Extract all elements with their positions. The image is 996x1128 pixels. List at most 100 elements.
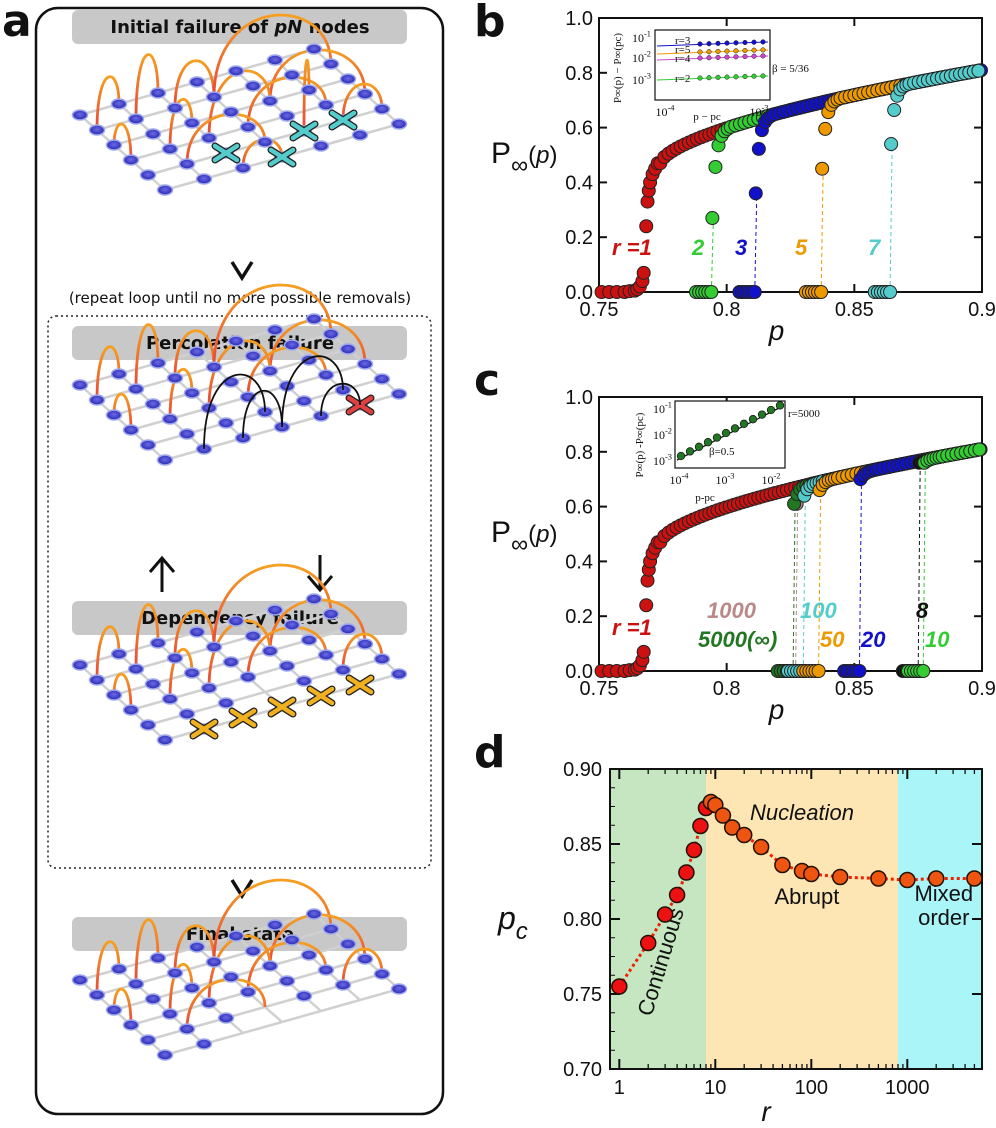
inset-point: [697, 55, 703, 61]
lattice-node: [127, 383, 145, 395]
series-7: [900, 442, 987, 678]
inset-y-tick-label: 10-2: [653, 427, 672, 442]
x-tick-label: 1: [614, 1077, 625, 1099]
data-point: [636, 265, 651, 280]
lattice-node: [283, 339, 301, 351]
data-point: [656, 906, 674, 923]
inset-point: [760, 73, 766, 79]
lattice-node: [373, 103, 391, 115]
dependency-link: [341, 82, 384, 121]
inset-x-tick-label: 10-2: [762, 472, 781, 487]
lattice-node: [305, 313, 323, 325]
inset-point: [724, 54, 730, 60]
dependency-link: [95, 345, 121, 401]
data-point: [971, 63, 986, 78]
inset-point: [751, 39, 757, 45]
lattice-node: [283, 934, 301, 946]
data-point: [803, 865, 820, 883]
inset-point: [760, 39, 766, 45]
lattice-node: [122, 154, 140, 166]
lattice-node: [217, 1012, 235, 1024]
step-initial-label: Initial failure of pN nodes: [110, 17, 369, 38]
dependency-link: [168, 963, 194, 1015]
lattice-node: [356, 953, 374, 965]
lattice-node: [390, 118, 408, 130]
lattice-node: [105, 139, 123, 151]
lattice-node: [278, 110, 296, 122]
dependency-link: [112, 672, 133, 711]
lattice-node: [144, 678, 162, 690]
y-tick-label: 0.0: [565, 661, 593, 683]
lattice-node: [261, 365, 279, 377]
inset-point: [742, 53, 748, 60]
dependency-link: [134, 918, 160, 985]
lattice-node: [161, 413, 179, 425]
lattice-node: [149, 637, 167, 649]
y-tick-label: 0.75: [563, 984, 602, 1006]
lattice-initial: [71, 13, 408, 196]
lattice-node: [356, 638, 374, 650]
lattice-node: [71, 109, 89, 121]
inset-fit-line: [656, 49, 769, 55]
inset-series-label: r=5000: [788, 408, 820, 420]
x-tick-label: 0.85: [835, 678, 874, 700]
dependency-link: [173, 609, 216, 659]
lattice-node: [356, 88, 374, 100]
inset-point: [706, 55, 712, 61]
inset-series-label: r=3: [675, 35, 691, 47]
removed-node-icon: [306, 685, 336, 707]
x-tick-label: 100: [795, 1077, 828, 1099]
inset-series-label: r=2: [675, 73, 690, 85]
inset-point: [703, 438, 713, 447]
lattice-node: [139, 439, 157, 451]
lattice-node: [183, 387, 201, 399]
dependency-link: [173, 924, 216, 974]
data-point: [884, 137, 899, 152]
lattice-node: [188, 941, 206, 953]
dependency-link: [112, 122, 133, 161]
data-point: [887, 103, 902, 118]
jump-line: [710, 218, 714, 293]
region-label: Mixed: [914, 881, 973, 906]
series-label: 5: [795, 235, 808, 260]
removed-node-icon: [211, 142, 241, 164]
x-axis-label: p: [768, 694, 785, 725]
y-tick-label: 0.0: [565, 282, 593, 304]
inset-point: [694, 442, 704, 451]
y-tick-label: 0.8: [565, 442, 593, 464]
jump-line: [644, 649, 648, 672]
lattice-node: [161, 1008, 179, 1020]
inset-point: [742, 47, 748, 54]
lattice-node: [351, 129, 369, 141]
lattice-node: [88, 674, 106, 686]
dependency-link: [212, 878, 333, 963]
dependency-link: [212, 563, 333, 648]
inset-series-label: r=5: [675, 44, 691, 56]
inset-point: [697, 49, 703, 55]
lattice-final: [71, 878, 408, 1061]
inset-point: [739, 419, 749, 428]
inset-x-tick-label: 10-3: [750, 104, 769, 119]
data-point: [639, 598, 654, 613]
inset-point: [742, 73, 748, 80]
x-axis-label: r: [761, 1096, 772, 1127]
data-point: [692, 817, 709, 835]
removed-node-icon: [345, 674, 375, 696]
failed-link: [242, 389, 283, 439]
lattice-node: [200, 997, 218, 1009]
data-point: [870, 870, 887, 887]
lattice-node: [317, 99, 335, 111]
lattice-node: [88, 394, 106, 406]
inset-y-label: P∞(p) -P∞(pc): [634, 412, 646, 477]
lattice-node: [166, 102, 184, 114]
lattice-node: [322, 608, 340, 620]
lattice-node: [322, 58, 340, 70]
inset-point: [706, 49, 712, 55]
inset-point: [760, 47, 766, 53]
lattice-node: [110, 98, 128, 110]
lattice-node: [261, 645, 279, 657]
panel-c-letter: c: [474, 355, 500, 406]
lattice-node: [227, 930, 245, 942]
